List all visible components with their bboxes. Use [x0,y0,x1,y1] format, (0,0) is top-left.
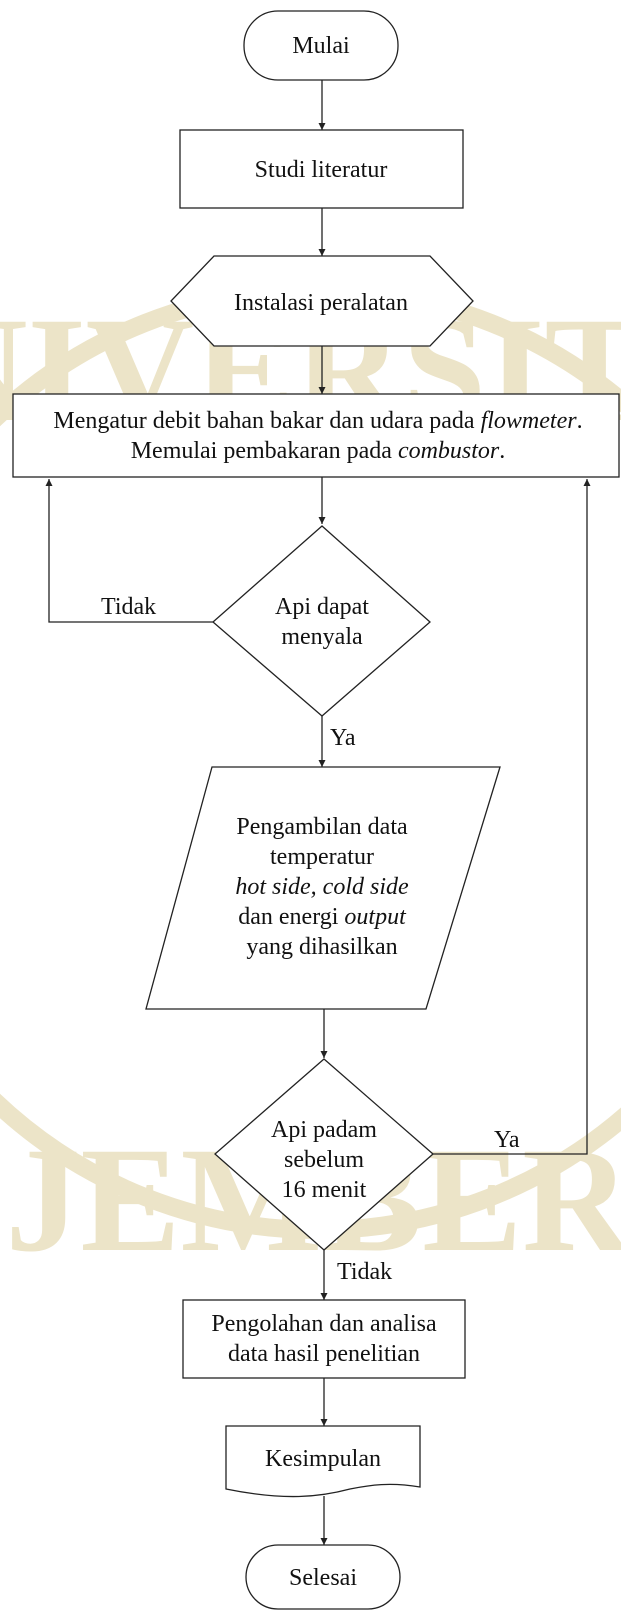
setup-line2-end: . [499,438,505,464]
study-label: Studi literatur [255,157,388,183]
arrow-decision2-yes-loop [433,479,591,1155]
decision1-line2: menyala [281,624,363,650]
conclusion-shape [225,1425,421,1498]
setup-line1-italic: flowmeter [481,408,578,434]
setup-line2-text: Memulai pembakaran pada [131,438,398,464]
setup-line1: Mengatur debit bahan bakar dan udara pad… [53,408,582,434]
data-shape [145,766,501,1010]
end-label: Selesai [289,1565,357,1591]
analysis-process: Pengolahan dan analisa data hasil peneli… [182,1299,466,1379]
start-label: Mulai [292,33,350,59]
analysis-line2: data hasil penelitian [228,1341,420,1367]
end-terminator: Selesai [245,1544,401,1610]
end-shape [245,1544,401,1610]
decision2-shape [214,1058,434,1251]
data-line4-italic: output [344,904,407,930]
connectors [45,80,591,1545]
decision1-line1: Api dapat [275,594,369,620]
start-terminator: Mulai [243,10,399,81]
install-shape [170,255,474,347]
study-shape [179,129,464,209]
decision1: Api dapat menyala [212,525,431,717]
setup-line2: Memulai pembakaran pada combustor. [131,438,506,464]
analysis-shape [182,1299,466,1379]
install-label: Instalasi peralatan [234,290,408,316]
setup-line2-italic: combustor [398,438,500,464]
study-process: Studi literatur [179,129,464,209]
install-preparation: Instalasi peralatan [170,255,474,347]
decision2-no-label: Tidak [337,1259,392,1285]
data-io: Pengambilan data temperatur hot side, co… [145,766,501,1010]
data-line3: hot side, cold side [235,874,409,900]
data-line5: yang dihasilkan [246,934,397,960]
data-line4: dan energi output [238,904,407,930]
decision2-line1: Api padam [271,1117,377,1143]
setup-line1-end: . [577,408,583,434]
setup-line1-text: Mengatur debit bahan bakar dan udara pad… [53,408,480,434]
decision1-shape [212,525,431,717]
setup-shape [12,393,620,478]
decision1-no-label: Tidak [101,594,156,620]
start-shape [243,10,399,81]
data-line1: Pengambilan data [236,814,408,840]
data-line4-text: dan energi [238,904,344,930]
decision2-yes-label: Ya [494,1127,520,1153]
decision2-line3: 16 menit [282,1177,367,1203]
decision2-line2: sebelum [284,1147,364,1173]
arrow-decision1-no-loop [45,479,213,623]
decision1-yes-label: Ya [330,725,356,751]
data-line2: temperatur [270,844,374,870]
setup-process: Mengatur debit bahan bakar dan udara pad… [12,393,620,478]
conclusion-document: Kesimpulan [225,1425,421,1498]
decision2: Api padam sebelum 16 menit [214,1058,434,1251]
analysis-line1: Pengolahan dan analisa [211,1311,437,1337]
conclusion-label: Kesimpulan [265,1446,381,1472]
